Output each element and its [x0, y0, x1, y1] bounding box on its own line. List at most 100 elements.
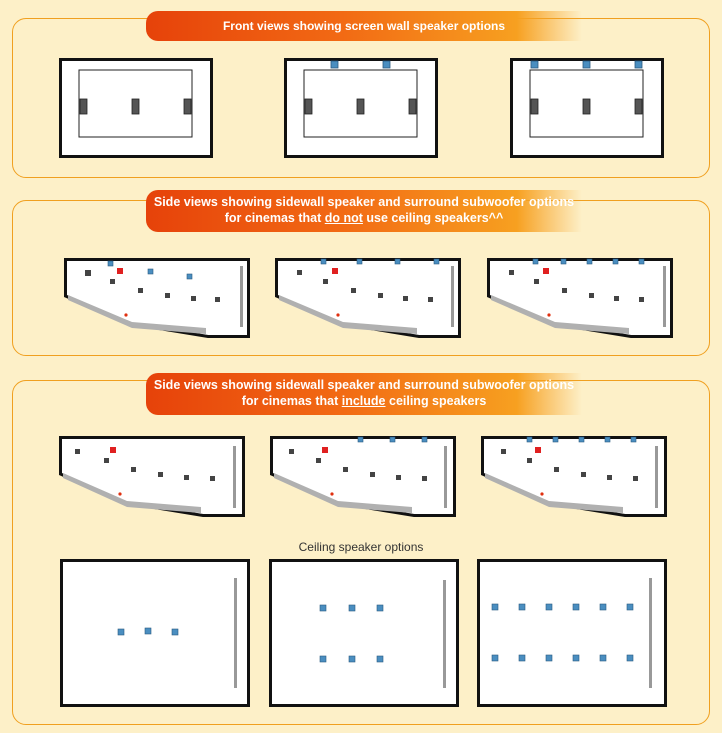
top-speaker [530, 60, 539, 69]
wall-speaker [581, 472, 586, 477]
wall-speaker [614, 296, 619, 301]
ceiling-speaker [348, 655, 356, 663]
side-view-ceiling-2 [270, 436, 456, 517]
screen [443, 580, 446, 688]
top-speaker [186, 273, 193, 280]
top-speaker [382, 60, 391, 69]
ceiling-speaker [491, 603, 499, 611]
front-views-title: Front views showing screen wall speaker … [146, 11, 582, 41]
ceiling-speaker [572, 654, 580, 662]
wall-speaker [633, 476, 638, 481]
wall-speaker [184, 475, 189, 480]
wall-speaker [639, 297, 644, 302]
ceiling-view-2 [269, 559, 459, 707]
top-speaker [560, 258, 567, 265]
screen [444, 446, 447, 508]
wall-speaker [501, 449, 506, 454]
side-views-no-ceiling-title: Side views showing sidewall speaker and … [146, 190, 582, 232]
wall-speaker [104, 458, 109, 463]
wall-speaker [110, 279, 115, 284]
screen [240, 266, 243, 327]
wall-speaker-right [183, 98, 192, 115]
ceiling-speaker [518, 654, 526, 662]
wall-speaker [343, 467, 348, 472]
listener-marker [336, 313, 340, 317]
side-view-ceiling-1 [59, 436, 245, 517]
listener-marker [540, 492, 544, 496]
listener-marker [330, 492, 334, 496]
front-view-1 [59, 58, 213, 158]
wall-speaker [428, 297, 433, 302]
screen [451, 266, 454, 327]
ceiling-speaker [518, 603, 526, 611]
wall-speaker-left [304, 98, 313, 115]
front-view-3 [510, 58, 664, 158]
wall-speaker [323, 279, 328, 284]
ceiling-speaker [144, 627, 152, 635]
side-view-no-ceiling-2 [275, 258, 461, 338]
top-speaker [638, 258, 645, 265]
wall-speaker [562, 288, 567, 293]
ceiling-speaker [545, 603, 553, 611]
side-view-ceiling-3 [481, 436, 667, 517]
side-view-no-ceiling-1 [64, 258, 250, 338]
subwoofer [322, 447, 328, 453]
top-speaker [612, 258, 619, 265]
wall-speaker [607, 475, 612, 480]
include-emphasis: include [341, 394, 386, 408]
ceiling-speaker-caption: Ceiling speaker options [298, 540, 424, 554]
wall-speaker [589, 293, 594, 298]
ceiling-speaker [626, 654, 634, 662]
side-view-no-ceiling-3 [487, 258, 673, 338]
subwoofer [117, 268, 123, 274]
wall-speaker [316, 458, 321, 463]
wall-speaker-center [356, 98, 365, 115]
wall-speaker [403, 296, 408, 301]
screen [663, 266, 666, 327]
top-speaker [320, 258, 327, 265]
wall-speaker [191, 296, 196, 301]
ceiling-view-1 [60, 559, 250, 707]
wall-speaker [378, 293, 383, 298]
subwoofer [535, 447, 541, 453]
top-speaker [421, 436, 428, 443]
subwoofer [543, 268, 549, 274]
subwoofer [332, 268, 338, 274]
wall-speaker [210, 476, 215, 481]
do-not-emphasis: do not [324, 211, 363, 225]
wall-speaker [215, 297, 220, 302]
wall-speaker [509, 270, 514, 275]
screen [655, 446, 658, 508]
side-views-ceiling-title: Side views showing sidewall speaker and … [146, 373, 582, 415]
ceiling-speaker [319, 604, 327, 612]
wall-speaker [527, 458, 532, 463]
wall-speaker [289, 449, 294, 454]
listener-marker [124, 313, 128, 317]
top-speaker [532, 258, 539, 265]
wall-speaker-left [79, 98, 88, 115]
ceiling-view-3 [477, 559, 667, 707]
wall-speaker-right [634, 98, 643, 115]
ceiling-speaker [376, 604, 384, 612]
front-views-title-text: Front views showing screen wall speaker … [222, 18, 506, 33]
top-speaker [634, 60, 643, 69]
ceiling-speaker [171, 628, 179, 636]
wall-speaker [554, 467, 559, 472]
wall-speaker-center [582, 98, 591, 115]
screen [234, 578, 237, 688]
wall-speaker [370, 472, 375, 477]
top-speaker [578, 436, 585, 443]
top-speaker [107, 260, 114, 267]
wall-speaker [158, 472, 163, 477]
wall-speaker [534, 279, 539, 284]
ceiling-speaker [348, 604, 356, 612]
listener-marker [547, 313, 551, 317]
top-speaker [394, 258, 401, 265]
screen [233, 446, 236, 508]
ceiling-speaker [491, 654, 499, 662]
top-speaker [389, 436, 396, 443]
top-speaker [356, 258, 363, 265]
wall-speaker [131, 467, 136, 472]
wall-speaker [297, 270, 302, 275]
top-speaker [604, 436, 611, 443]
